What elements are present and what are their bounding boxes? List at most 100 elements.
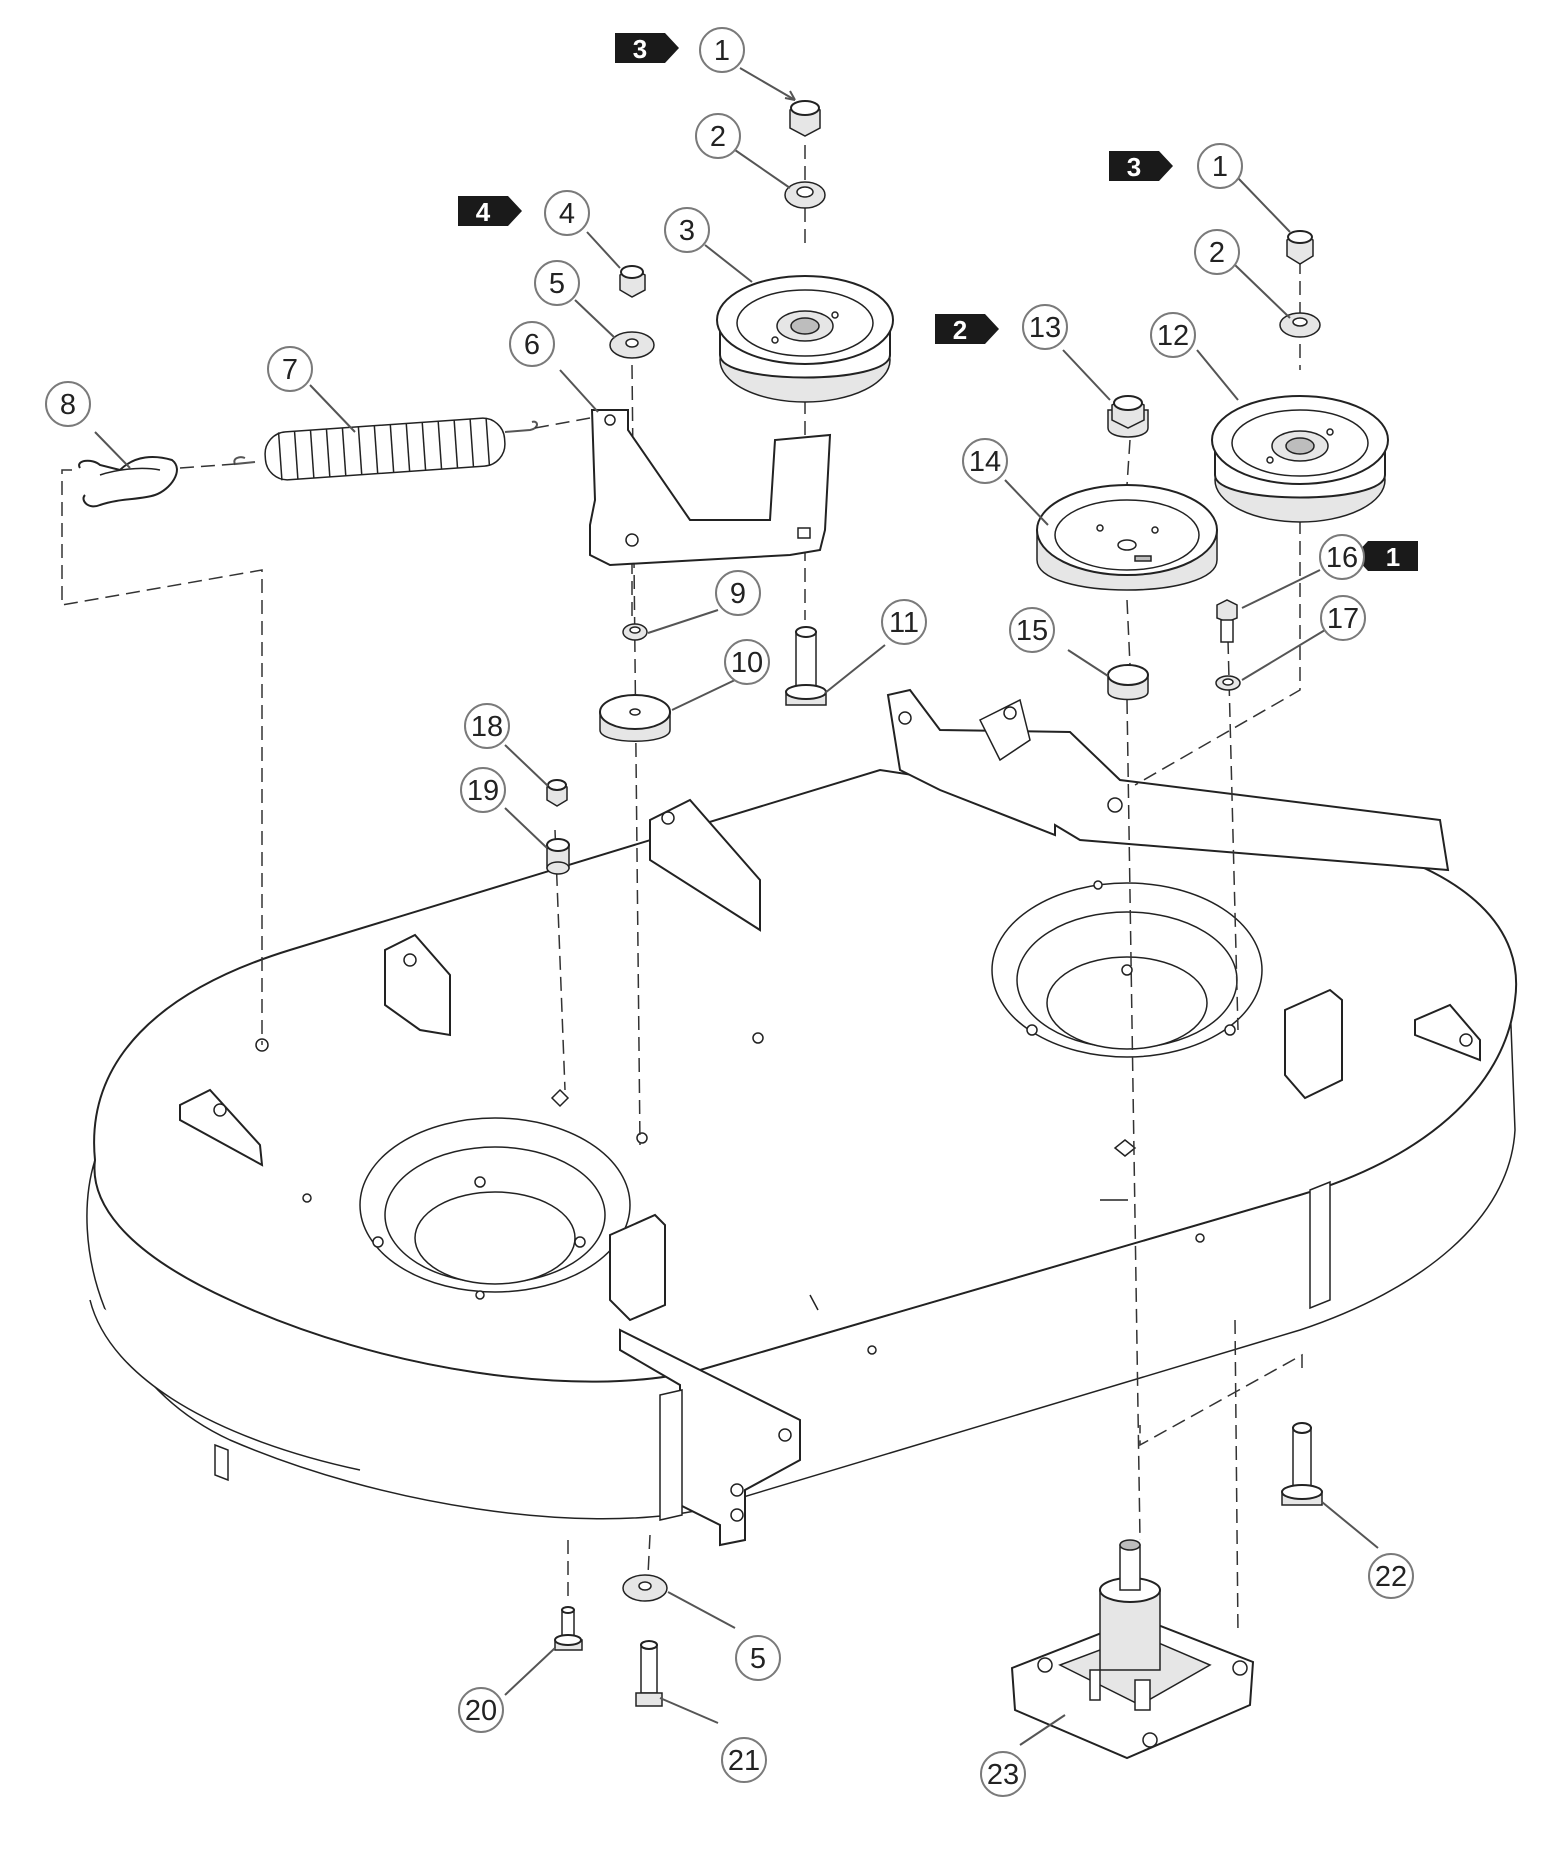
callout-circle [1009,607,1055,653]
callout-circle [458,1687,504,1733]
callout-c5a: 5 [534,260,580,306]
callout-c17: 17 [1320,595,1366,641]
callout-c15: 15 [1009,607,1055,653]
part-locknut-1a [789,100,821,137]
flag-shape [458,196,522,226]
callout-c19: 19 [460,767,506,813]
callout-c7: 7 [267,346,313,392]
callout-c14: 14 [962,438,1008,484]
part-locknut-18 [546,779,568,807]
part-idler-arm-6 [589,409,832,567]
flag-f3b: 3 [1109,151,1173,182]
flag-label: 3 [633,34,647,64]
callout-c6: 6 [509,321,555,367]
leader-lines [94,67,1379,1746]
flag-label: 4 [476,197,491,227]
callout-label: 13 [1029,312,1061,344]
callout-circle [1368,1553,1414,1599]
callout-label: 18 [471,711,503,743]
callout-label: 21 [728,1745,760,1777]
callout-label: 14 [969,446,1001,478]
callout-label: 5 [549,268,565,300]
flag-f1: 1 [1354,541,1418,572]
callout-circle [45,381,91,427]
flag-shape [615,33,679,63]
part-bolt-20 [554,1606,583,1651]
callout-label: 1 [714,35,730,67]
part-shoulder-bolt-11 [785,626,827,706]
callout-label: 8 [60,389,76,421]
callout-label: 6 [524,329,540,361]
part-locknut-1b [1286,230,1314,265]
part-idler-pulley-3 [716,275,894,403]
part-idler-pulley-12 [1211,395,1389,523]
part-spindle-23 [1010,1539,1255,1760]
callout-circle [699,27,745,73]
callout-label: 12 [1157,320,1189,352]
part-hook-8 [78,456,178,508]
callout-circle [1320,595,1366,641]
callout-c1a: 1 [699,27,745,73]
callout-circle [1197,143,1243,189]
callout-c2b: 2 [1194,229,1240,275]
callout-circle [544,190,590,236]
callout-c10: 10 [724,639,770,685]
callout-label: 2 [1209,237,1225,269]
callout-circle [664,207,710,253]
callout-circle [464,703,510,749]
callout-c8: 8 [45,381,91,427]
callout-label: 4 [559,198,575,230]
callout-circle [1150,312,1196,358]
flag-shape [1109,151,1173,181]
callout-c16: 16 [1319,534,1365,580]
callout-circle [1319,534,1365,580]
callout-c5b: 5 [735,1635,781,1681]
callout-c22: 22 [1368,1553,1414,1599]
flags-layer: 3 4 3 2 1 [458,33,1418,572]
callout-c11: 11 [881,599,927,645]
part-locknut-4 [619,265,646,298]
part-flange-nut-13 [1107,395,1149,438]
part-washer-5b [622,1574,668,1602]
callout-circle [881,599,927,645]
flag-label: 3 [1127,152,1141,182]
part-washer-9 [622,623,648,641]
callout-label: 19 [467,775,499,807]
callout-circle [695,113,741,159]
part-washer-2a [784,181,826,209]
flag-shape [1354,541,1418,571]
callout-circle [980,1751,1026,1797]
flag-label: 1 [1386,542,1400,572]
callout-c3: 3 [664,207,710,253]
callout-label: 23 [987,1759,1019,1791]
flag-shape [935,314,999,344]
callout-c4: 4 [544,190,590,236]
callout-label: 5 [750,1643,766,1675]
callout-label: 20 [465,1695,497,1727]
part-spacer-10 [599,694,671,742]
callout-circle [721,1737,767,1783]
flag-f4: 4 [458,196,522,227]
callout-circle [509,321,555,367]
callout-c1b: 1 [1197,143,1243,189]
callout-circle [735,1635,781,1681]
callout-label: 15 [1016,615,1048,647]
callout-circle [267,346,313,392]
callout-circle [460,767,506,813]
part-bolt-16 [1216,599,1238,643]
callout-label: 11 [889,607,919,639]
mower-deck [86,688,1518,1547]
part-bolt-22 [1281,1422,1323,1506]
callout-label: 1 [1212,151,1228,183]
callout-c23: 23 [980,1751,1026,1797]
callout-label: 16 [1326,542,1358,574]
callout-c21: 21 [721,1737,767,1783]
part-pulley-14 [1036,484,1218,591]
part-bolt-21 [635,1640,663,1707]
part-washer-2b [1279,312,1321,338]
callout-label: 2 [710,121,726,153]
callout-c12: 12 [1150,312,1196,358]
callout-circle [715,570,761,616]
callout-c13: 13 [1022,304,1068,350]
